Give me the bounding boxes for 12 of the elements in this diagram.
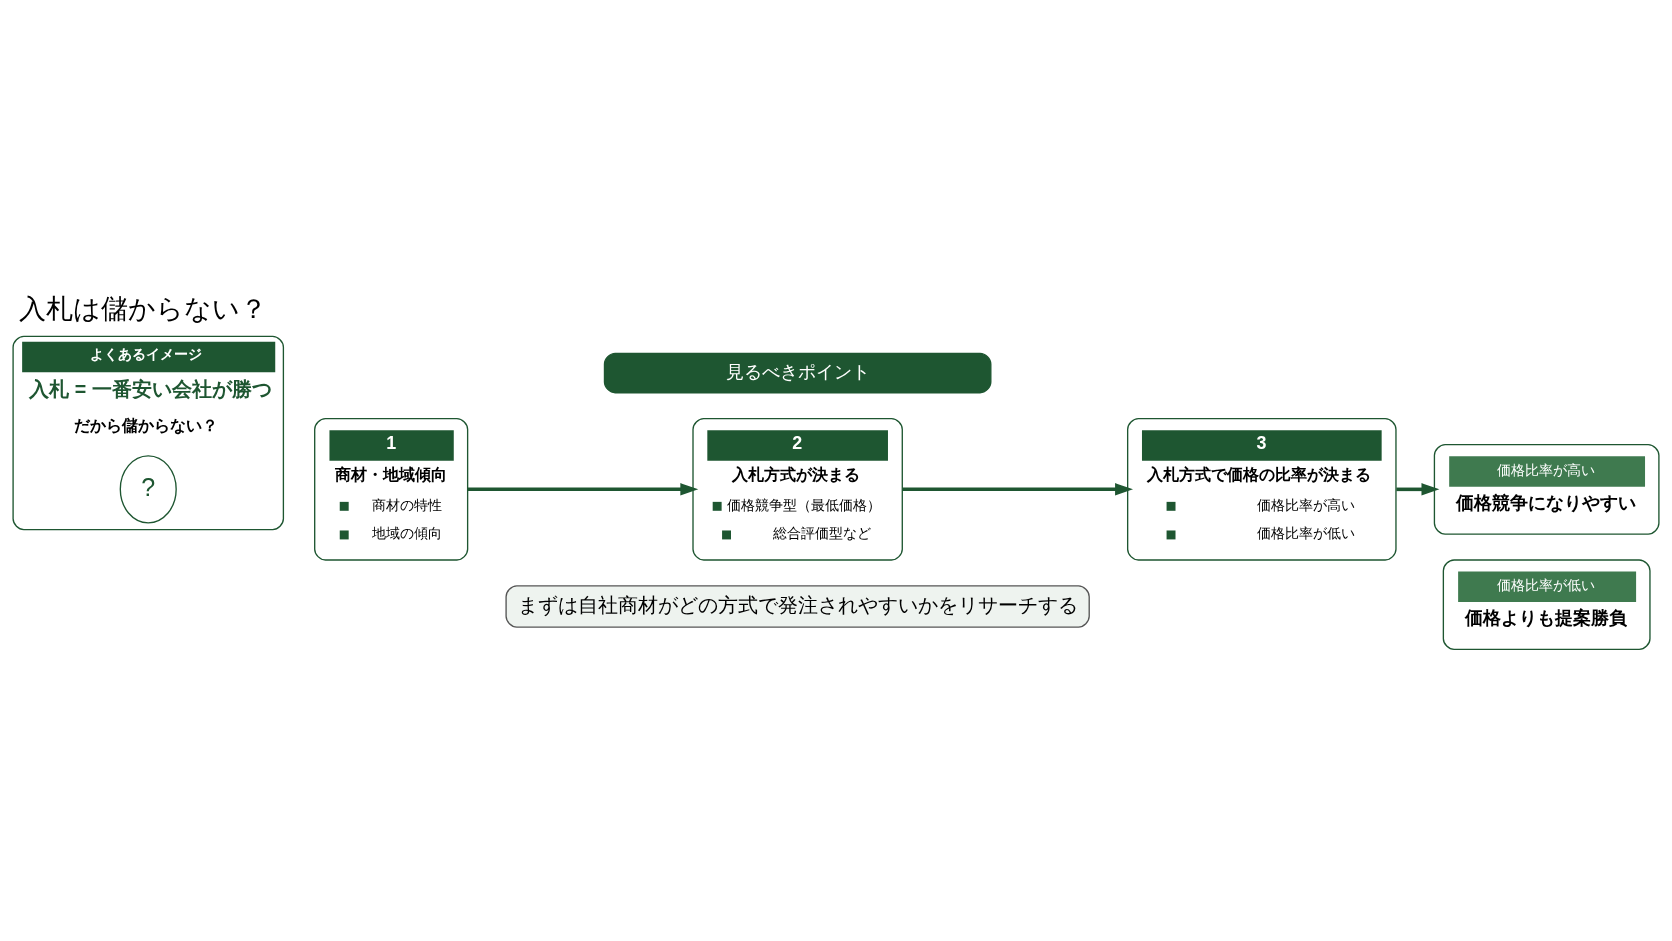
arrow	[467, 482, 699, 496]
arrow	[902, 482, 1133, 496]
diagram-title: 入札は儲からない？	[18, 293, 267, 324]
node-box: まずは自社商材がどの方式で発注されやすいかをリサーチする	[505, 584, 1090, 628]
arrow	[1396, 482, 1440, 496]
node-box: 価格比率が低い 価格よりも提案勝負	[1442, 558, 1651, 650]
node-ellipse: ?	[119, 454, 177, 523]
node-box: 価格比率が高い 価格競争になりやすい	[1433, 443, 1660, 535]
node-box: 2 入札方式が決まる 価格競争型（最低価格） 総合評価型など	[692, 417, 903, 561]
node-box: 見るべきポイント	[603, 352, 992, 393]
node-box: 3 入札方式で価格の比率が決まる 価格比率が高い 価格比率が低い	[1127, 417, 1397, 561]
node-box: 1 商材・地域傾向 商材の特性 地域の傾向	[314, 417, 469, 561]
